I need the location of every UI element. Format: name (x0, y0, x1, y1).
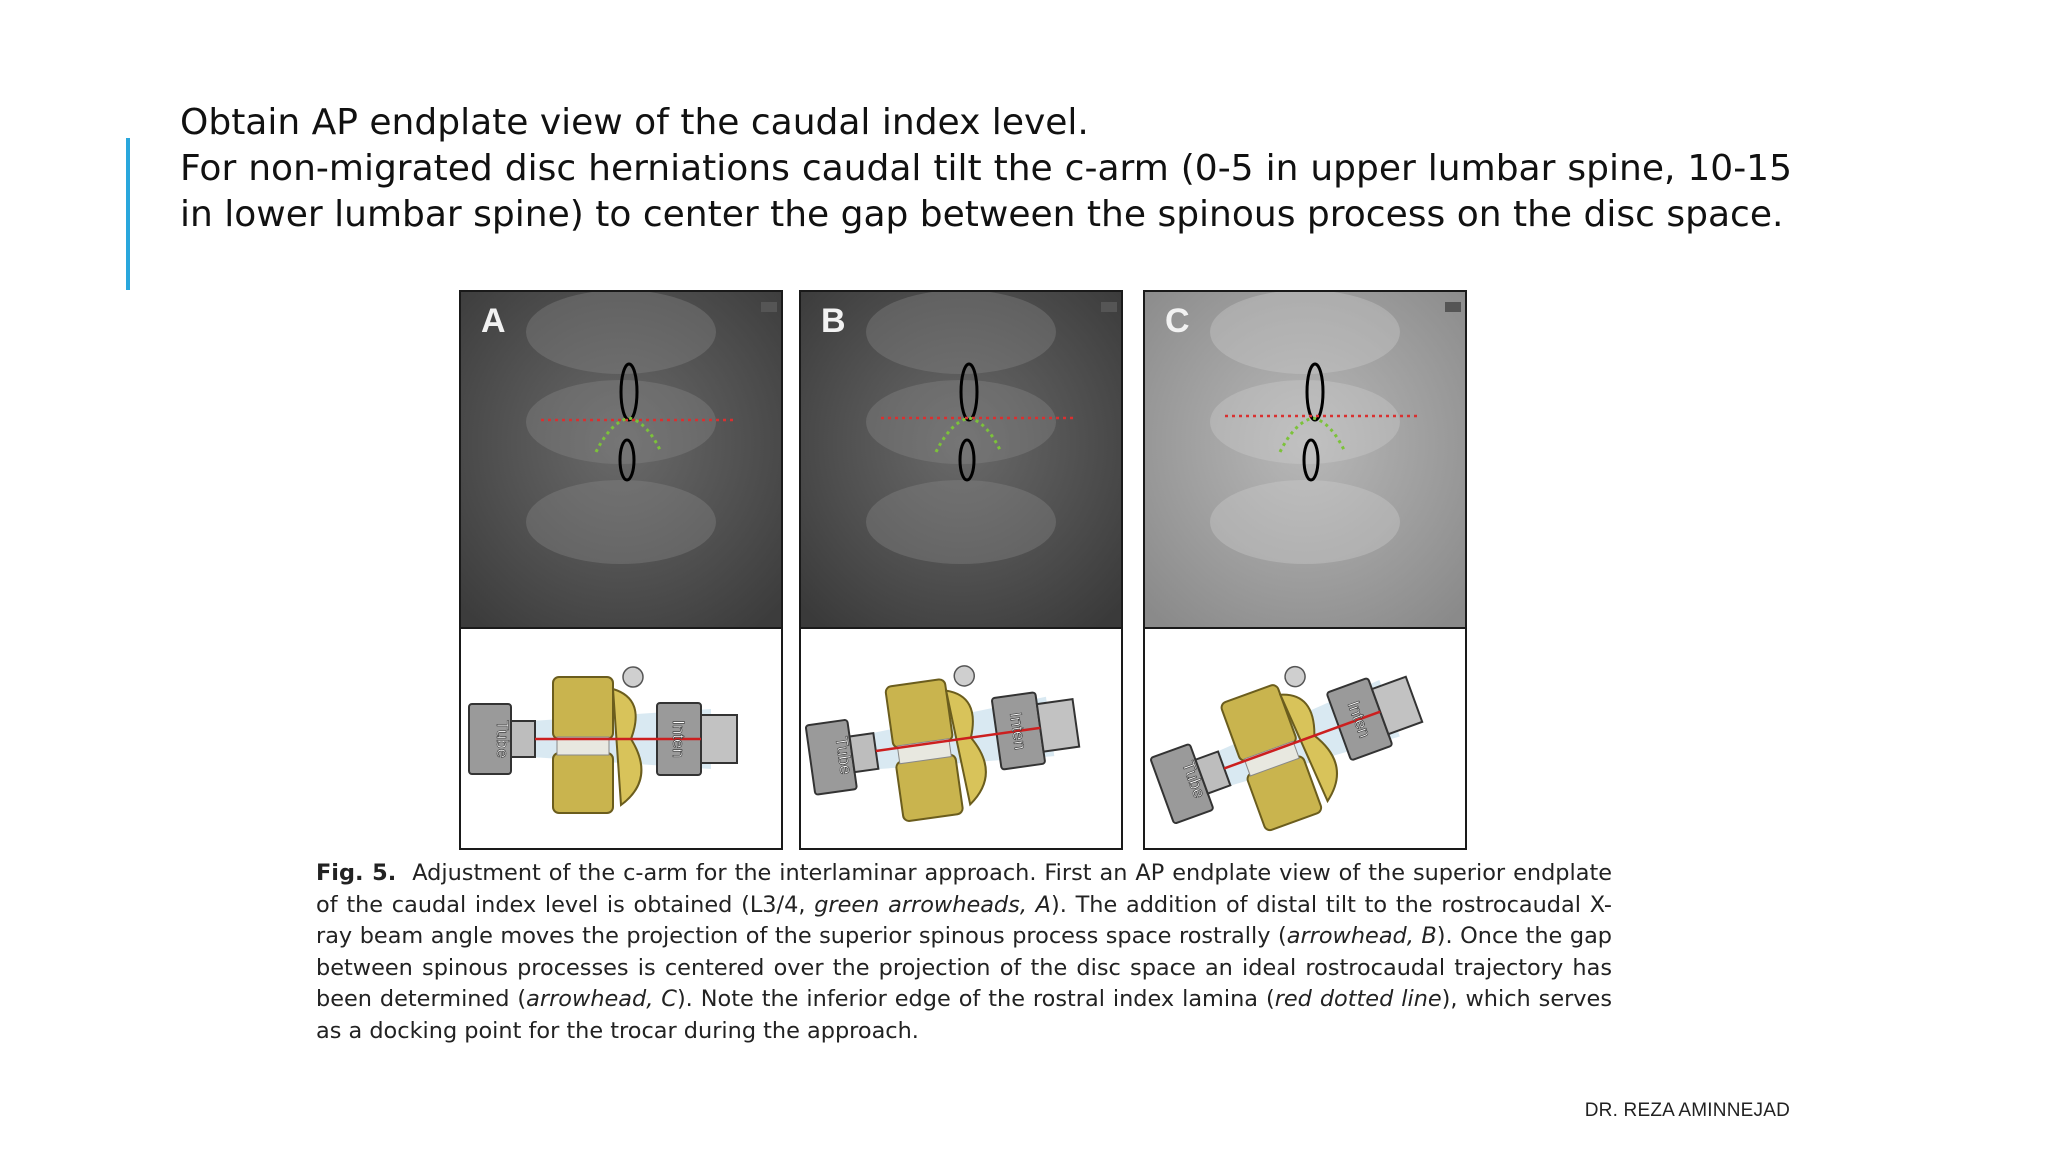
instruction-line-2: For non-migrated disc herniations caudal… (180, 148, 1792, 235)
figure-caption: Fig. 5. Adjustment of the c-arm for the … (316, 858, 1612, 1047)
caption-text: ). Note the inferior edge of the rostral… (676, 986, 1275, 1012)
caption-italic: arrowhead, C (526, 986, 677, 1012)
inten-label: Inten (669, 720, 688, 758)
xray-image-c (1145, 292, 1465, 629)
xray-image-b (801, 292, 1121, 629)
tube-label: Tube (493, 720, 512, 758)
caption-text: ). Once the gap between spinous processe… (316, 923, 1613, 1012)
accent-bar (126, 138, 130, 290)
caption-text: ). The addition of distal tilt to the ro… (316, 891, 1613, 950)
caption-italic: red dotted line (1274, 986, 1442, 1012)
xray-graphic (801, 292, 1121, 627)
caption-text: ), which serves as a docking point for t… (316, 986, 1612, 1044)
panel-letter-c: C (1165, 302, 1190, 340)
c-arm-graphic: Tube Inten (468, 666, 738, 814)
panel-letter-b: B (821, 302, 846, 340)
caption-text: Adjustment of the c-arm for the interlam… (316, 860, 1613, 918)
figure-label: Fig. 5. (316, 860, 397, 886)
panel-letter-a: A (481, 302, 506, 340)
xray-image-a (461, 292, 781, 629)
c-arm-illustration-a: Tube Inten (461, 629, 781, 848)
xray-graphic (1145, 292, 1465, 627)
instruction-line-1: Obtain AP endplate view of the caudal in… (180, 102, 1089, 143)
caption-italic: arrowhead, B (1286, 923, 1437, 949)
slide-body-text: Obtain AP endplate view of the caudal in… (180, 100, 1792, 238)
figure-panel-a: A Tube Inten (459, 290, 783, 850)
author-credit: DR. REZA AMINNEJAD (1584, 1100, 1790, 1121)
xray-graphic (461, 292, 781, 627)
caption-italic: green arrowheads, A (814, 891, 1051, 918)
